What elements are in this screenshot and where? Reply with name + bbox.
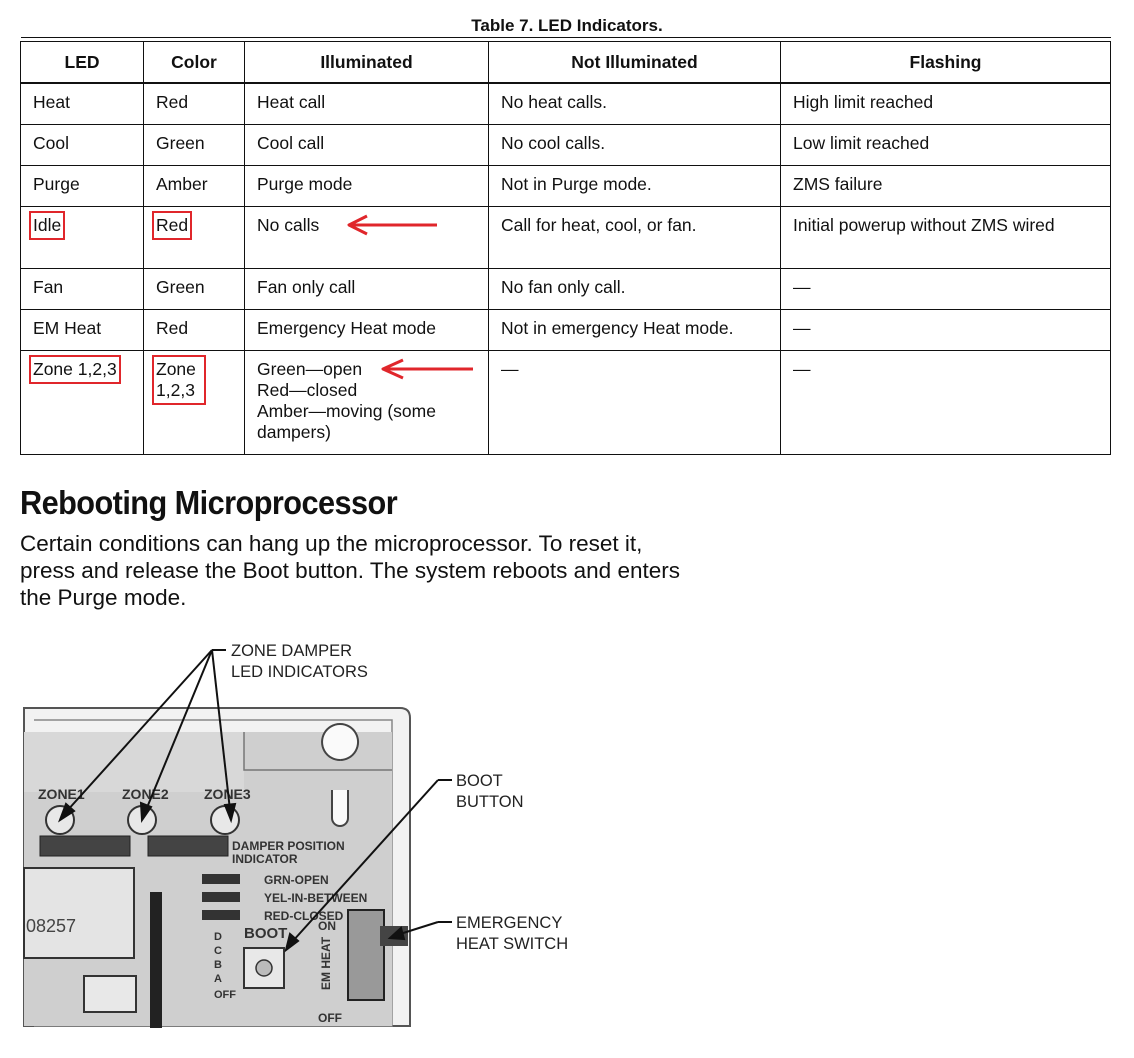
- table-title: Table 7. LED Indicators.: [471, 16, 663, 35]
- cell-led: EM Heat: [20, 308, 144, 351]
- cell-color: Green: [143, 123, 245, 166]
- board-label: EM HEAT: [319, 936, 333, 990]
- callout-line: HEAT SWITCH: [456, 935, 569, 953]
- board-label: OFF: [318, 1011, 342, 1025]
- col-header-not-illuminated: Not Illuminated: [488, 41, 781, 84]
- cell-color: Green: [143, 267, 245, 310]
- highlight-box: Zone 1,2,3: [152, 354, 206, 405]
- cell-illuminated: Fan only call: [244, 267, 489, 310]
- cell-color: Amber: [143, 164, 245, 207]
- table-row: Idle Red No calls Call for heat, cool, o…: [20, 205, 1111, 269]
- cell-illuminated: Purge mode: [244, 164, 489, 207]
- illuminated-line: Green—open: [257, 358, 363, 379]
- callout-emergency: EMERGENCY HEAT SWITCH: [456, 913, 568, 955]
- red-arrow-icon: [347, 214, 437, 235]
- cell-illuminated: Cool call: [244, 123, 489, 166]
- table-row: Purge Amber Purge mode Not in Purge mode…: [20, 164, 1111, 207]
- section-paragraph: Certain conditions can hang up the micro…: [20, 531, 680, 610]
- cell-led: Purge: [20, 164, 144, 207]
- board-label: B: [214, 959, 222, 971]
- cell-led: Zone 1,2,3: [20, 349, 144, 455]
- board-figure: ZONE DAMPER LED INDICATORS BOOT BUTTON E…: [0, 630, 700, 1050]
- table-row: Zone 1,2,3 Zone 1,2,3 Green—open Red—clo…: [20, 349, 1111, 455]
- led-indicators-table: LED Color Illuminated Not Illuminated Fl…: [20, 37, 1111, 455]
- callout-arrows: [58, 649, 452, 953]
- highlight-box: Zone 1,2,3: [29, 354, 121, 384]
- cell-not-illuminated: Not in Purge mode.: [488, 164, 781, 207]
- board-label: YEL-IN-BETWEEN: [264, 891, 367, 905]
- board-label: ZONE2: [122, 786, 169, 802]
- board-label: A: [214, 973, 222, 985]
- callout-zone-damper: ZONE DAMPER LED INDICATORS: [231, 641, 368, 683]
- table-row: Fan Green Fan only call No fan only call…: [20, 267, 1111, 310]
- cell-not-illuminated: No heat calls.: [488, 82, 781, 125]
- cell-flashing: High limit reached: [780, 82, 1111, 125]
- cell-illuminated: Heat call: [244, 82, 489, 125]
- illuminated-line: Red—closed: [257, 379, 358, 400]
- highlight-box: Red: [151, 210, 193, 240]
- cell-color: Red: [143, 205, 245, 269]
- cell-flashing: —: [780, 267, 1111, 310]
- cell-not-illuminated: No cool calls.: [488, 123, 781, 166]
- table-header-row: LED Color Illuminated Not Illuminated Fl…: [20, 41, 1111, 84]
- cell-led: Fan: [20, 267, 144, 310]
- red-arrow-icon: [381, 358, 473, 379]
- table-row: Cool Green Cool call No cool calls. Low …: [20, 123, 1111, 166]
- section-heading: Rebooting Microprocessor: [20, 484, 398, 521]
- illuminated-line: Amber—moving (some dampers): [257, 400, 436, 442]
- board-label: INDICATOR: [232, 852, 298, 866]
- cell-flashing: —: [780, 308, 1111, 351]
- col-header-flashing: Flashing: [780, 41, 1111, 84]
- callout-boot: BOOT BUTTON: [456, 771, 524, 813]
- cell-flashing: Low limit reached: [780, 123, 1111, 166]
- board-label: ON: [318, 919, 336, 933]
- cell-color: Red: [143, 82, 245, 125]
- board-label: DAMPER POSITION: [232, 839, 345, 853]
- cell-illuminated-text: No calls: [257, 214, 320, 235]
- cell-flashing: —: [780, 349, 1111, 455]
- em-heat-switch-icon: [347, 909, 385, 1001]
- board-label: C: [214, 945, 222, 957]
- callout-line: BUTTON: [456, 793, 524, 811]
- board-label: RED-CLOSED: [264, 909, 344, 923]
- board-label: GRN-OPEN: [264, 873, 329, 887]
- cell-illuminated: No calls: [244, 205, 489, 269]
- callout-line: BOOT: [456, 772, 503, 790]
- col-header-illuminated: Illuminated: [244, 41, 489, 84]
- board-label: ZONE1: [38, 786, 85, 802]
- cell-flashing: Initial powerup without ZMS wired: [780, 205, 1111, 269]
- col-header-color: Color: [143, 41, 245, 84]
- board-label: OFF: [214, 989, 236, 1001]
- board-label: D: [214, 931, 222, 943]
- callout-line: LED INDICATORS: [231, 663, 368, 681]
- cell-led: Idle: [20, 205, 144, 269]
- cell-led: Heat: [20, 82, 144, 125]
- circuit-board-illustration: ZONE1 ZONE2 ZONE3 08257 DAMPER POSITION …: [23, 649, 452, 1028]
- table-row: EM Heat Red Emergency Heat mode Not in e…: [20, 308, 1111, 351]
- cell-not-illuminated: —: [488, 349, 781, 455]
- cell-not-illuminated: No fan only call.: [488, 267, 781, 310]
- highlight-box: Idle: [28, 210, 66, 240]
- cell-color: Zone 1,2,3: [143, 349, 245, 455]
- cell-illuminated: Emergency Heat mode: [244, 308, 489, 351]
- cell-illuminated: Green—open Red—closed Amber—moving (some…: [244, 349, 489, 455]
- cell-not-illuminated: Call for heat, cool, or fan.: [488, 205, 781, 269]
- table-row: Heat Red Heat call No heat calls. High l…: [20, 82, 1111, 125]
- cell-color: Red: [143, 308, 245, 351]
- callout-line: EMERGENCY: [456, 914, 563, 932]
- cell-not-illuminated: Not in emergency Heat mode.: [488, 308, 781, 351]
- cell-flashing: ZMS failure: [780, 164, 1111, 207]
- board-label: BOOT: [244, 925, 287, 942]
- callout-line: ZONE DAMPER: [231, 642, 353, 660]
- col-header-led: LED: [20, 41, 144, 84]
- cell-led: Cool: [20, 123, 144, 166]
- chip-label: 08257: [26, 916, 76, 936]
